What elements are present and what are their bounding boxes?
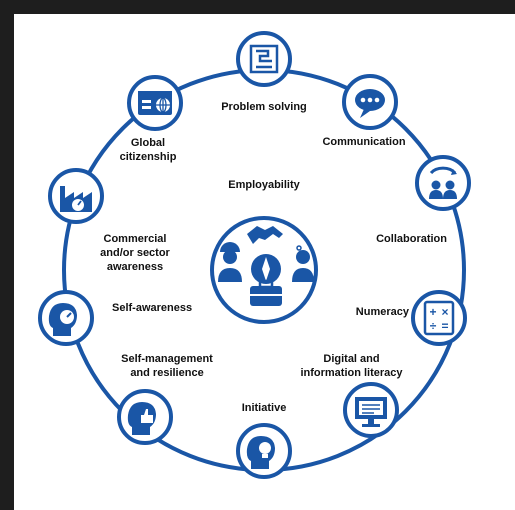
node-self-management xyxy=(117,389,173,445)
center-label: Employability xyxy=(228,179,300,191)
doctor-icon xyxy=(292,245,314,282)
label-communication: Communication xyxy=(322,136,406,148)
center-hub xyxy=(210,216,318,324)
svg-text:×: × xyxy=(441,305,448,319)
monitor-icon xyxy=(355,397,387,427)
node-commercial xyxy=(48,168,104,224)
label-commercial: Commercial and/or sector awareness xyxy=(100,233,170,273)
worker-icon xyxy=(218,242,242,282)
node-initiative xyxy=(236,423,292,479)
label-self-awareness: Self-awareness xyxy=(112,302,193,314)
maze-icon xyxy=(249,44,279,74)
node-problem-solving xyxy=(236,31,292,87)
node-circle xyxy=(236,31,292,87)
node-numeracy: + × ÷ = xyxy=(411,290,467,346)
employability-wheel: + × ÷ = xyxy=(38,31,471,479)
label-problem-solving: Problem solving xyxy=(221,101,307,113)
node-circle xyxy=(48,168,104,224)
handshake-icon xyxy=(247,226,283,244)
node-collaboration xyxy=(415,155,471,211)
node-global xyxy=(127,75,183,131)
briefcase-icon xyxy=(250,279,282,306)
svg-text:=: = xyxy=(441,319,448,333)
lightbulb-head-icon xyxy=(246,436,275,469)
svg-text:÷: ÷ xyxy=(430,319,437,333)
label-self-management: Self-management and resilience xyxy=(121,353,213,379)
node-circle xyxy=(411,290,467,346)
node-circle xyxy=(415,155,471,211)
label-initiative: Initiative xyxy=(241,402,287,414)
team-exchange-icon xyxy=(429,166,457,199)
gauge-head-icon xyxy=(48,303,77,336)
label-digital: Digital and information literacy xyxy=(300,353,403,379)
speech-bubble-icon xyxy=(355,89,385,118)
id-globe-icon xyxy=(138,91,172,115)
thumbs-up-head-icon xyxy=(127,402,156,435)
svg-text:+: + xyxy=(429,305,436,319)
label-numeracy: Numeracy xyxy=(355,306,409,318)
compass-icon xyxy=(251,254,281,284)
node-communication xyxy=(342,74,398,130)
diagram-panel: + × ÷ = Employability Problem solving Commu… xyxy=(14,14,515,510)
factory-icon xyxy=(60,186,92,212)
node-self-awareness xyxy=(38,290,94,346)
node-digital xyxy=(343,382,399,438)
label-global: Global citizenship xyxy=(119,137,177,163)
calculator-icon: + × ÷ = xyxy=(423,300,455,336)
label-collaboration: Collaboration xyxy=(376,233,447,245)
